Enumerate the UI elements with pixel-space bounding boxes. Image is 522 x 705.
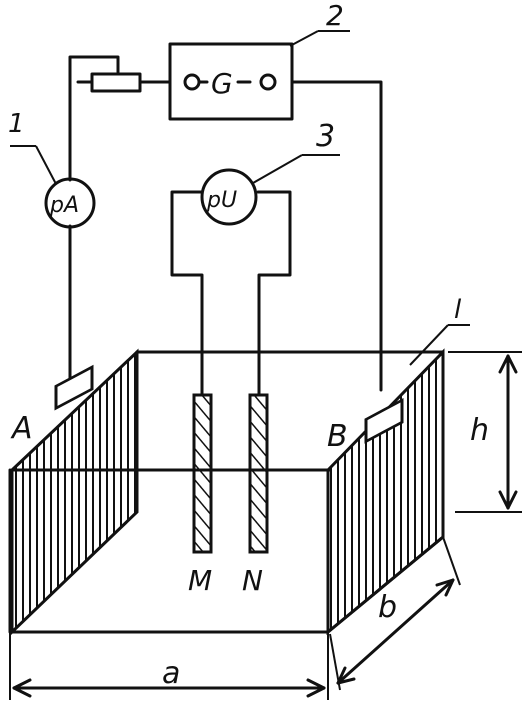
dimension-h: h (448, 351, 522, 513)
ammeter-label: pA (49, 193, 79, 218)
electrode-b: B (326, 348, 445, 636)
dimension-b-label: b (378, 590, 397, 625)
label-3: 3 (316, 119, 335, 154)
probe-m-label: M (188, 564, 212, 597)
probe-n: N (242, 393, 269, 597)
electrode-a: A (10, 348, 139, 636)
leader-labels: 1 2 3 l (8, 0, 470, 366)
electrode-b-label: B (327, 419, 348, 454)
label-1: 1 (8, 109, 25, 139)
generator: G (168, 42, 294, 121)
probe-n-label: N (242, 564, 263, 597)
dimension-b: b (329, 536, 461, 691)
label-2: 2 (326, 0, 344, 32)
electrode-a-label: A (10, 411, 33, 446)
label-l: l (454, 295, 462, 325)
generator-label: G (211, 67, 233, 100)
voltmeter-label: pU (206, 188, 237, 213)
ammeter: pA (44, 177, 96, 229)
probe-m: M (188, 393, 213, 597)
dimension-a-label: a (162, 656, 180, 691)
dimension-a: a (9, 632, 329, 700)
dimension-h-label: h (470, 413, 489, 448)
resistor (90, 72, 142, 93)
circuit-wires (68, 55, 383, 397)
voltmeter: pU (200, 168, 258, 226)
